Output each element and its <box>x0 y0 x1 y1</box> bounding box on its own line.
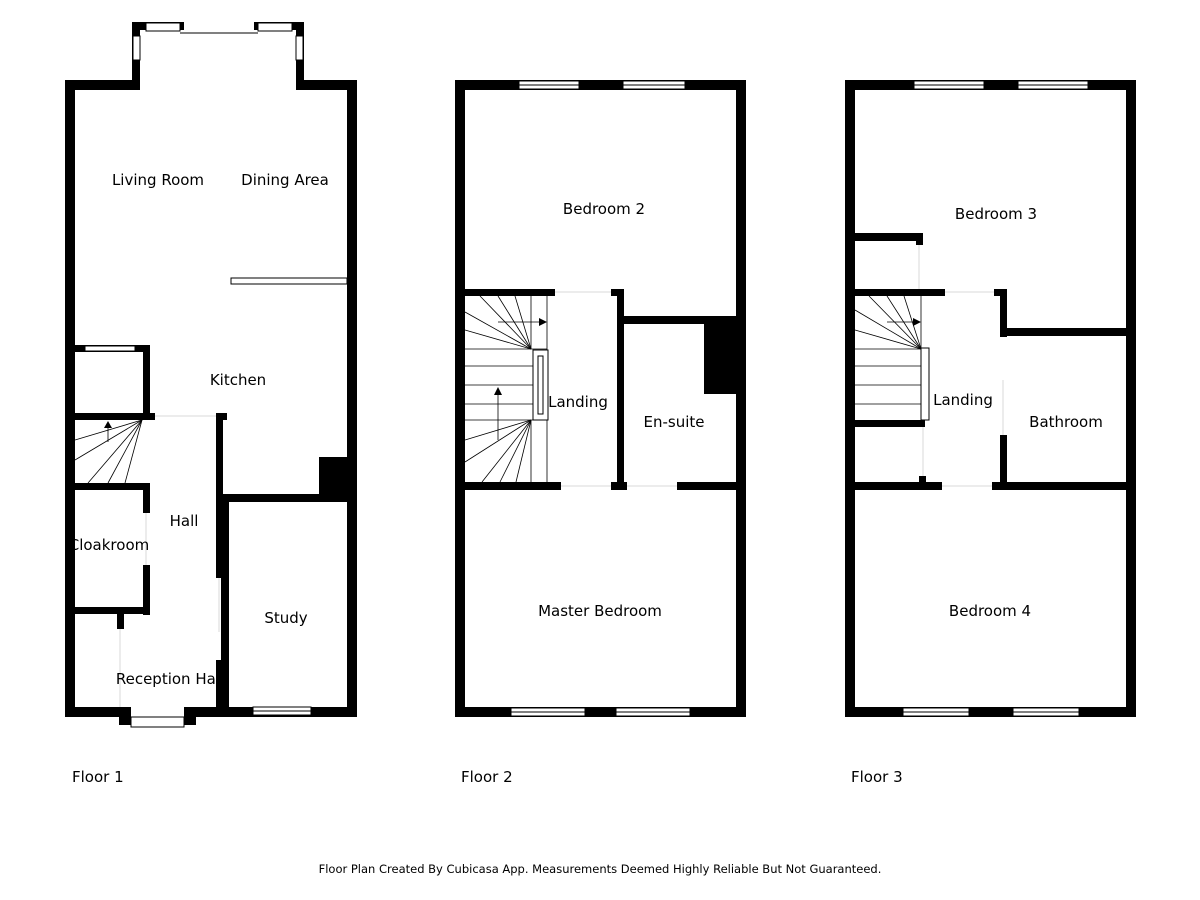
wall <box>916 233 923 245</box>
wall <box>216 660 229 707</box>
room-label-reception-hall: Reception Hall <box>116 670 224 688</box>
outer-wall-right <box>736 80 746 717</box>
wall <box>455 289 555 296</box>
outer-wall-top-left <box>65 80 140 90</box>
wall <box>677 482 746 490</box>
wall <box>845 289 945 296</box>
wall <box>221 494 229 714</box>
room-label-kitchen: Kitchen <box>210 371 266 389</box>
outer-wall-top <box>845 80 1136 90</box>
wall <box>992 482 1136 490</box>
wall <box>455 482 561 490</box>
room-label-bedroom-3: Bedroom 3 <box>955 205 1037 223</box>
wall <box>617 289 624 489</box>
floor-2-plan: Bedroom 2 Landing En-suite Master Bedroo… <box>455 80 746 717</box>
room-label-landing: Landing <box>548 393 608 411</box>
chimney-block <box>704 316 738 394</box>
outer-wall-left <box>65 80 75 717</box>
wall <box>1000 328 1136 336</box>
wall <box>143 483 150 513</box>
room-label-landing: Landing <box>933 391 993 409</box>
wall <box>143 345 150 420</box>
wall <box>1000 435 1007 490</box>
wall <box>611 482 627 490</box>
wall <box>216 413 223 578</box>
room-label-cloakroom: Cloakroom <box>69 536 150 554</box>
room-label-bedroom-2: Bedroom 2 <box>563 200 645 218</box>
wall <box>845 482 942 490</box>
room-label-hall: Hall <box>170 512 199 530</box>
window <box>295 35 304 61</box>
window <box>145 22 181 32</box>
wall <box>845 233 923 241</box>
window <box>84 345 136 352</box>
floor-2-label: Floor 2 <box>461 768 513 786</box>
outer-wall-left <box>845 80 855 717</box>
floor-1-label: Floor 1 <box>72 768 124 786</box>
wall <box>65 413 155 420</box>
outer-wall-bottom <box>845 707 1136 717</box>
wall <box>617 316 738 324</box>
outer-wall-top <box>455 80 746 90</box>
porch-wall-left <box>119 707 131 725</box>
wall <box>855 420 925 427</box>
room-label-living-room: Living Room <box>112 171 204 189</box>
wall <box>143 565 150 615</box>
room-label-study: Study <box>264 609 307 627</box>
room-label-bathroom: Bathroom <box>1029 413 1103 431</box>
credit-text: Floor Plan Created By Cubicasa App. Meas… <box>319 862 882 876</box>
room-label-master-bedroom: Master Bedroom <box>538 602 662 620</box>
staircase <box>854 295 922 420</box>
chimney-block <box>319 457 351 499</box>
kitchen-counter <box>230 277 348 285</box>
floor-3-label: Floor 3 <box>851 768 903 786</box>
window <box>257 22 293 32</box>
wall <box>117 607 124 629</box>
entrance-door <box>130 716 185 728</box>
outer-wall-left <box>455 80 465 717</box>
window <box>132 35 141 61</box>
floor-1-plan: Living Room Dining Area Kitchen Hall Clo… <box>65 22 357 728</box>
staircase <box>74 419 143 484</box>
handrail <box>920 347 930 421</box>
outer-wall-bottom-left <box>65 707 127 717</box>
wall <box>65 607 150 614</box>
room-label-bedroom-4: Bedroom 4 <box>949 602 1031 620</box>
wall <box>1000 289 1007 337</box>
outer-wall-bottom <box>455 707 746 717</box>
room-label-dining-area: Dining Area <box>241 171 329 189</box>
outer-wall-right <box>347 80 357 717</box>
room-label-en-suite: En-suite <box>644 413 705 431</box>
outer-wall-right <box>1126 80 1136 717</box>
outer-wall-left-clip <box>65 530 75 560</box>
wall <box>65 483 150 490</box>
floor-3-plan: Bedroom 3 Landing Bathroom Bedroom 4 <box>845 80 1136 717</box>
outer-wall-top-right <box>296 80 357 90</box>
wall <box>221 494 351 502</box>
porch-wall-right <box>184 707 196 725</box>
